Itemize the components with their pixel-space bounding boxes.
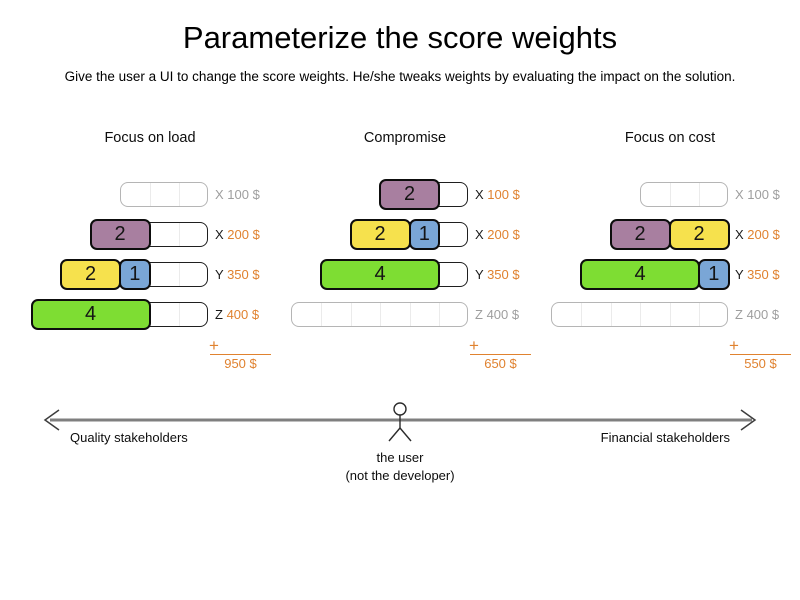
cell-divider: [409, 303, 411, 326]
blue-weight-block: 1: [698, 259, 730, 290]
row-axis-letter: X: [735, 227, 744, 242]
yellow-weight-block: 2: [349, 219, 411, 250]
scenario-title: Focus on cost: [624, 130, 716, 146]
weight-row-container: 2: [89, 219, 208, 250]
cell-divider: [179, 303, 180, 326]
cell-divider: [380, 303, 381, 326]
weight-row-container: 2: [379, 179, 468, 210]
total-value: 950 $: [224, 356, 257, 371]
row-cost-label: 350 $: [487, 267, 520, 282]
row-axis-letter: X: [475, 227, 484, 242]
cell-divider: [350, 303, 352, 326]
row-label: Y 350 $: [215, 262, 260, 287]
cell-divider: [439, 303, 440, 326]
row-axis-letter: X: [735, 187, 744, 202]
yellow-weight-block: 2: [60, 259, 121, 290]
row-axis-letter: Z: [735, 307, 743, 322]
row-axis-letter: Y: [215, 267, 224, 282]
row-label: Z 400 $: [215, 302, 259, 327]
cell-divider: [179, 263, 180, 286]
row-label: X 200 $: [215, 222, 260, 247]
row-label: X 100 $: [735, 182, 780, 207]
quality-stakeholders-label: Quality stakeholders: [70, 430, 188, 445]
row-cost-label: 400 $: [746, 307, 780, 322]
row-axis-letter: Z: [215, 307, 223, 322]
user-stick-figure-icon: [388, 402, 412, 442]
cell-divider: [699, 183, 700, 206]
row-label: X 100 $: [215, 182, 260, 207]
green-weight-block: 4: [320, 259, 440, 290]
row-cost-label: 400 $: [486, 307, 520, 322]
financial-stakeholders-label: Financial stakeholders: [600, 430, 730, 445]
cell-divider: [149, 183, 151, 206]
green-weight-block: 4: [580, 259, 700, 290]
cell-divider: [179, 223, 180, 246]
purple-weight-block: 2: [609, 219, 671, 250]
row-cost-label: 100 $: [487, 187, 520, 202]
weight-row-container: [291, 302, 468, 327]
cell-divider: [610, 303, 612, 326]
row-axis-letter: X: [215, 187, 224, 202]
weight-row-container: 4: [30, 299, 208, 330]
cell-divider: [669, 183, 671, 206]
row-label: Y 350 $: [735, 262, 780, 287]
scenario-title: Compromise: [363, 130, 447, 146]
page-subtitle: Give the user a UI to change the score w…: [64, 69, 736, 84]
page-title: Parameterize the score weights: [182, 20, 618, 55]
weight-row-container: [119, 182, 208, 207]
cell-divider: [699, 303, 700, 326]
row-axis-letter: Y: [475, 267, 484, 282]
user-sublabel: (not the developer): [345, 468, 455, 483]
stakeholder-axis: [43, 402, 757, 442]
plus-sign: +: [469, 336, 479, 355]
row-label: Z 400 $: [475, 302, 519, 327]
blue-weight-block: 1: [408, 219, 440, 250]
row-cost-label: 350 $: [227, 267, 260, 282]
yellow-weight-block: 2: [668, 219, 730, 250]
total-value: 550 $: [744, 356, 777, 371]
purple-weight-block: 2: [89, 219, 151, 250]
row-cost-label: 200 $: [227, 227, 260, 242]
sum-line: [730, 354, 791, 355]
row-label: Y 350 $: [475, 262, 520, 287]
row-cost-label: 200 $: [487, 227, 520, 242]
plus-sign: +: [209, 336, 219, 355]
left-arrowhead-icon: [43, 409, 60, 431]
row-axis-letter: X: [215, 227, 224, 242]
cell-divider: [321, 303, 322, 326]
blue-weight-block: 1: [119, 259, 151, 290]
row-label: X 200 $: [735, 222, 780, 247]
purple-weight-block: 2: [379, 179, 440, 210]
right-arrowhead-icon: [740, 409, 757, 431]
row-axis-letter: Z: [475, 307, 483, 322]
sum-line: [470, 354, 531, 355]
scenario-title: Focus on load: [104, 130, 196, 146]
cell-divider: [179, 183, 180, 206]
cell-divider: [669, 303, 671, 326]
weight-row-container: 4: [320, 259, 468, 290]
row-cost-label: 350 $: [747, 267, 780, 282]
sum-line: [210, 354, 271, 355]
row-cost-label: 200 $: [747, 227, 780, 242]
cell-divider: [581, 303, 582, 326]
row-cost-label: 400 $: [226, 307, 260, 322]
green-weight-block: 4: [30, 299, 151, 330]
total-value: 650 $: [484, 356, 517, 371]
row-cost-label: 100 $: [227, 187, 260, 202]
row-label: X 200 $: [475, 222, 520, 247]
user-label: the user: [376, 450, 424, 465]
row-axis-letter: X: [475, 187, 484, 202]
row-axis-letter: Y: [735, 267, 744, 282]
weight-row-container: [551, 302, 728, 327]
cell-divider: [640, 303, 641, 326]
row-label: X 100 $: [475, 182, 520, 207]
row-cost-label: 100 $: [747, 187, 780, 202]
row-label: Z 400 $: [735, 302, 779, 327]
weight-row-container: [639, 182, 728, 207]
plus-sign: +: [729, 336, 739, 355]
